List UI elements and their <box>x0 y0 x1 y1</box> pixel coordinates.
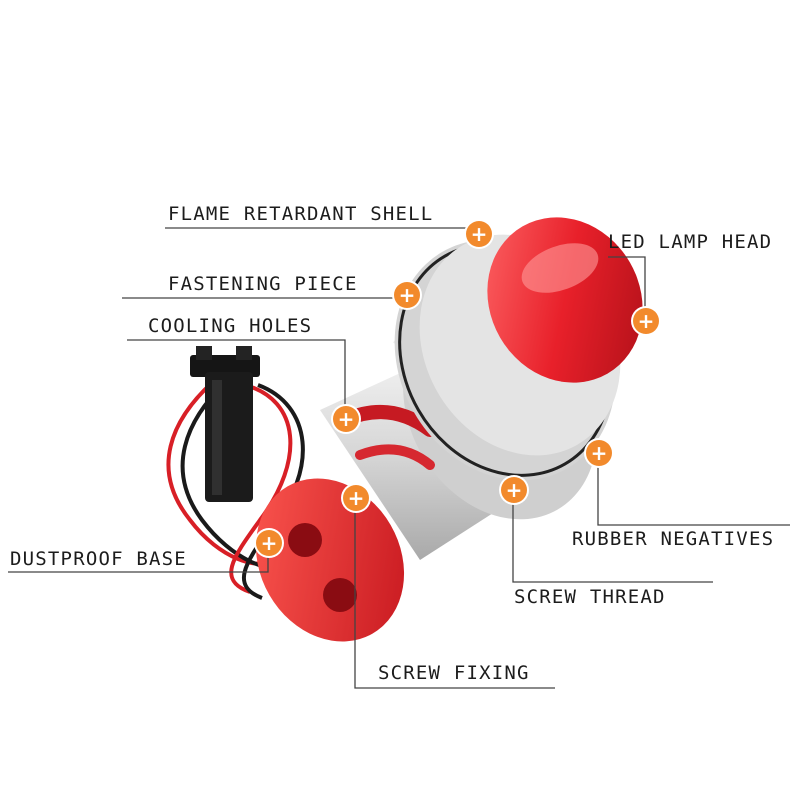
led-head <box>487 217 643 383</box>
plus-marker-screw-fixing[interactable]: + <box>343 485 369 511</box>
callout-led-lamp-head: LED LAMP HEAD <box>608 231 773 253</box>
callout-cooling-holes: COOLING HOLES <box>148 315 313 337</box>
callout-screw-thread: SCREW THREAD <box>514 586 666 608</box>
wire-connector <box>190 346 260 502</box>
callout-fastening-piece: FASTENING PIECE <box>168 273 358 295</box>
plus-marker-dustproof-base[interactable]: + <box>256 530 282 556</box>
callout-screw-fixing: SCREW FIXING <box>378 662 530 684</box>
callout-rubber-negatives: RUBBER NEGATIVES <box>572 528 775 550</box>
plus-marker-flame-retardant-shell[interactable]: + <box>466 221 492 247</box>
plus-marker-screw-thread[interactable]: + <box>501 477 527 503</box>
plus-marker-cooling-holes[interactable]: + <box>333 406 359 432</box>
callout-dustproof-base: DUSTPROOF BASE <box>10 548 187 570</box>
plus-marker-led-lamp-head[interactable]: + <box>633 308 659 334</box>
plus-marker-rubber-negatives[interactable]: + <box>586 440 612 466</box>
plus-marker-fastening-piece[interactable]: + <box>394 282 420 308</box>
callout-flame-retardant-shell: FLAME RETARDANT SHELL <box>168 203 434 225</box>
